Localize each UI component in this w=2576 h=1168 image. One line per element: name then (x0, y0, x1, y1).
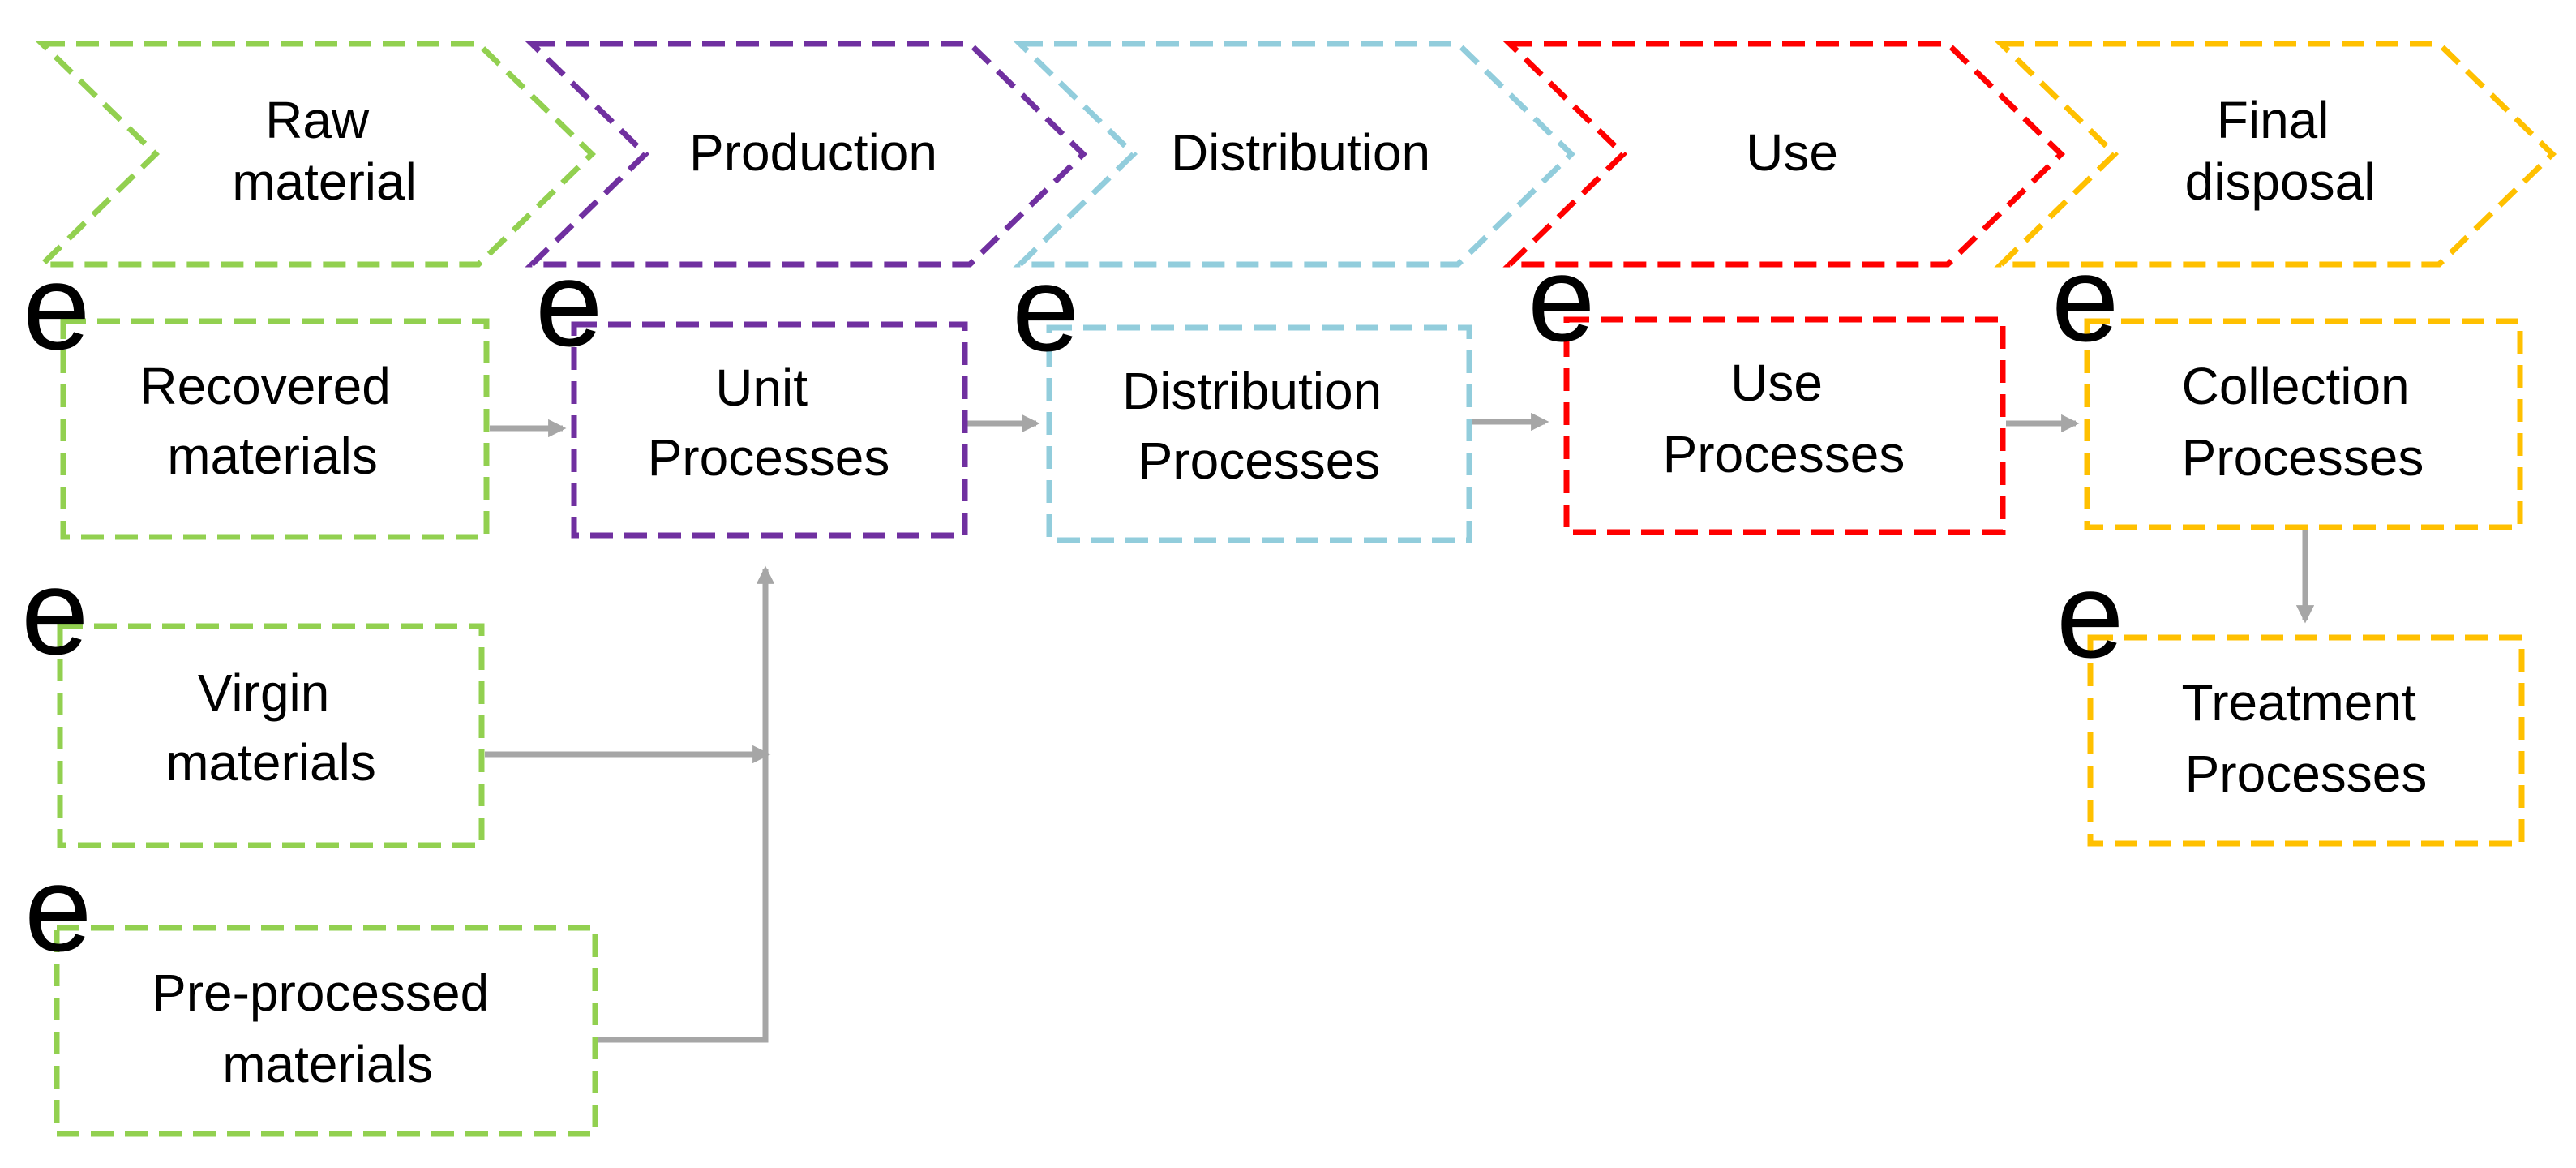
process-virgin-materials: e Virgin materials (21, 543, 485, 848)
process-collection-processes-label: Collection Processes (2182, 357, 2424, 487)
process-recovered-materials-box (60, 318, 490, 540)
process-use-processes: e Use Processes (1528, 230, 2006, 535)
connectors (485, 412, 2315, 1043)
stage-production: Production (525, 41, 1088, 268)
stage-distribution-label: Distribution (1171, 123, 1430, 182)
process-recovered-materials-label: Recovered materials (139, 357, 405, 485)
e-marker: e (1528, 230, 1595, 367)
process-treatment-processes-label: Treatment Processes (2181, 673, 2430, 803)
e-marker: e (1012, 240, 1079, 376)
process-distribution-processes: e Distribution Processes (1012, 240, 1472, 543)
e-marker: e (2051, 230, 2119, 367)
e-marker: e (535, 235, 602, 371)
stage-production-label: Production (689, 123, 937, 182)
stage-use-chevron (1502, 41, 2066, 268)
process-distribution-processes-label: Distribution Processes (1122, 362, 1396, 490)
stage-raw-material-label: Raw material (232, 91, 417, 211)
stage-distribution: Distribution (1013, 41, 1576, 268)
process-preprocessed-materials-label: Pre-processed materials (152, 964, 504, 1093)
process-treatment-processes: e Treatment Processes (2056, 547, 2525, 847)
process-virgin-materials-box (57, 623, 485, 848)
stage-raw-material: Raw material (35, 41, 597, 268)
process-collection-processes-box (2084, 318, 2523, 530)
stage-final-disposal-chevron (1994, 41, 2557, 268)
process-preprocessed-materials: e Pre-processed materials (24, 840, 598, 1137)
process-preprocessed-materials-box (54, 925, 598, 1137)
process-collection-processes: e Collection Processes (2051, 230, 2523, 530)
process-virgin-materials-label: Virgin materials (165, 663, 376, 792)
process-use-processes-label: Use Processes (1663, 354, 1905, 483)
e-marker: e (23, 238, 90, 375)
process-unit-processes: e Unit Processes (535, 235, 968, 539)
process-distribution-processes-box (1046, 324, 1472, 543)
e-marker: e (24, 840, 92, 977)
stage-final-disposal-label: Final disposal (2185, 91, 2376, 211)
process-use-processes-box (1563, 316, 2006, 535)
process-unit-processes-box (571, 321, 968, 539)
stage-raw-material-chevron (35, 41, 597, 268)
arrow-preprocessed-to-unit (597, 565, 775, 1043)
e-marker: e (2056, 547, 2124, 683)
stage-final-disposal: Final disposal (1994, 41, 2557, 268)
stage-distribution-chevron (1013, 41, 1576, 268)
stage-production-chevron (525, 41, 1088, 268)
stage-use-label: Use (1746, 123, 1838, 182)
process-recovered-materials: e Recovered materials (23, 238, 490, 540)
process-unit-processes-label: Unit Processes (648, 359, 890, 487)
process-treatment-processes-box (2087, 634, 2525, 847)
stage-use: Use (1502, 41, 2066, 268)
e-marker: e (21, 543, 88, 680)
